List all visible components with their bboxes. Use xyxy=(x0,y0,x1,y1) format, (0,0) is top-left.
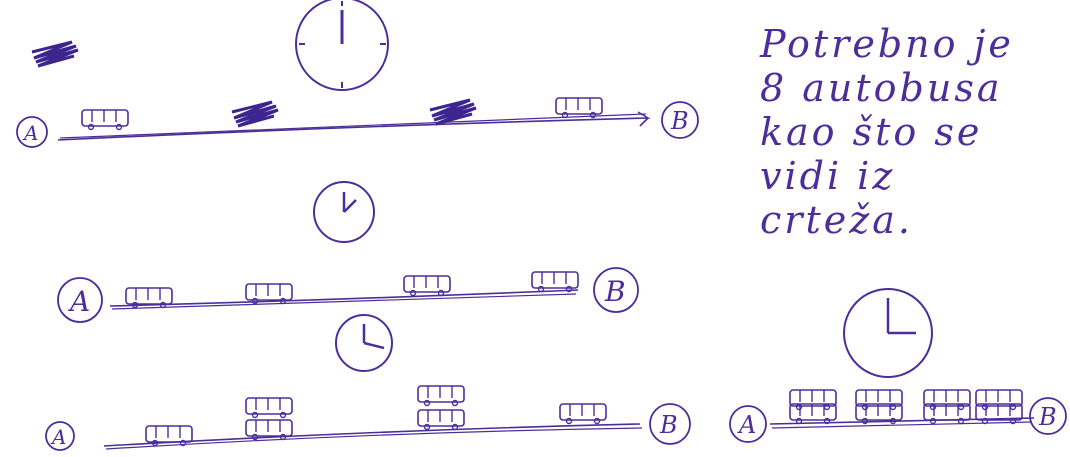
handwritten-note: Potrebno je 8 autobusa kao što se vidi i… xyxy=(760,22,1060,242)
bus-icon xyxy=(404,276,450,296)
stop-b-label: B xyxy=(1030,398,1066,434)
svg-text:B: B xyxy=(659,411,678,439)
svg-text:A: A xyxy=(50,425,66,449)
svg-text:B: B xyxy=(1038,403,1057,431)
stop-b-label: B xyxy=(650,404,690,444)
note-line: Potrebno je xyxy=(760,22,1060,66)
note-line: kao što se xyxy=(760,110,1060,154)
scribble-mark xyxy=(232,102,278,126)
bus-icon xyxy=(856,390,902,410)
bus-icon xyxy=(560,404,606,424)
svg-text:A: A xyxy=(67,285,90,318)
clock-icon xyxy=(336,315,392,371)
svg-text:B: B xyxy=(670,107,689,135)
route-row-1: A B xyxy=(17,98,698,147)
bus-icon xyxy=(532,272,578,292)
bus-icon xyxy=(418,410,464,430)
route-row-4: A B xyxy=(730,390,1066,442)
stop-b-label: B xyxy=(594,268,638,312)
clock-icon xyxy=(296,0,388,90)
bus-icon xyxy=(556,98,602,118)
route-row-3: A B xyxy=(46,386,690,450)
note-line: crteža. xyxy=(760,198,1060,242)
bus-icon xyxy=(246,420,292,440)
bus-icon xyxy=(246,398,292,418)
scribble-mark xyxy=(32,42,78,66)
bus-icon xyxy=(924,390,970,410)
note-line: vidi iz xyxy=(760,154,1060,198)
note-line: 8 autobusa xyxy=(760,66,1060,110)
stop-a-label: A xyxy=(58,278,102,322)
stop-a-label: A xyxy=(46,422,74,450)
svg-text:A: A xyxy=(737,411,756,439)
stop-a-label: A xyxy=(17,117,47,147)
bus-icon xyxy=(146,426,192,446)
clock-icon xyxy=(314,182,374,242)
route-row-2: A B xyxy=(58,268,638,322)
stop-a-label: A xyxy=(730,406,766,442)
clock-icon xyxy=(844,289,932,377)
scribble-mark xyxy=(430,100,476,124)
bus-icon xyxy=(418,386,464,406)
bus-icon xyxy=(790,390,836,410)
bus-icon xyxy=(246,284,292,304)
svg-text:A: A xyxy=(22,121,38,145)
stop-b-label: B xyxy=(662,102,698,138)
svg-text:B: B xyxy=(604,275,626,308)
bus-icon xyxy=(126,288,172,308)
bus-icon xyxy=(976,390,1022,410)
bus-icon xyxy=(82,110,128,130)
